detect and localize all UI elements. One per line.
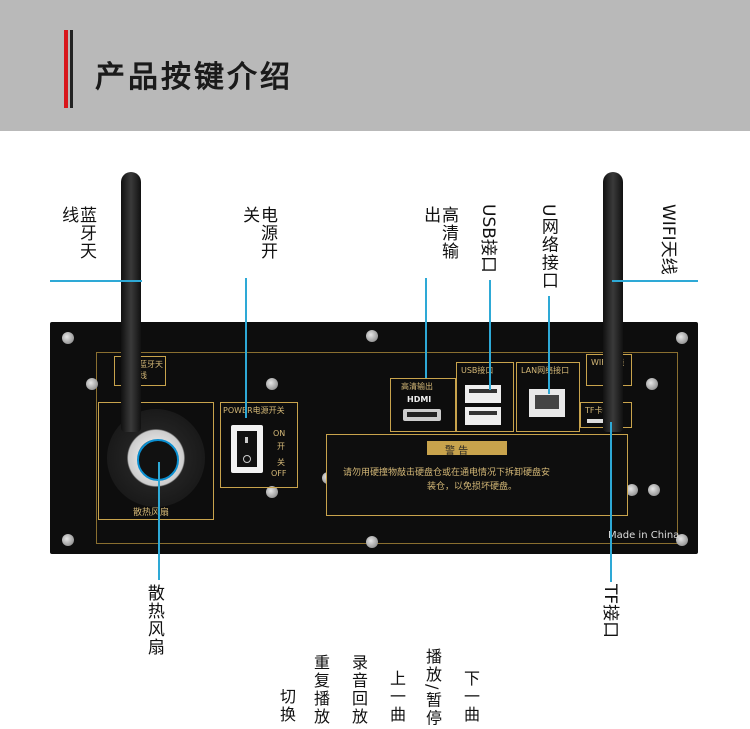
power-rocker[interactable] (237, 431, 257, 467)
tf-slot[interactable] (587, 419, 617, 423)
bluetooth-antenna (121, 172, 141, 432)
lan-port-opening (535, 395, 559, 409)
usb-callout: USB接口 (477, 204, 498, 273)
power-callout-line (245, 278, 247, 418)
warning-text-line2: 装仓，以免损坏硬盘。 (427, 482, 518, 492)
hdmi-text: HDMI (407, 395, 432, 404)
button-label-previous: 上一曲 (387, 670, 406, 724)
usb-callout-line (489, 280, 491, 390)
button-label-switch: 切换 (277, 688, 296, 724)
screw (676, 534, 688, 546)
bluetooth-callout-line (50, 280, 142, 282)
tf-callout: TF接口 (599, 584, 620, 639)
button-label-play-pause: 播放/暂停 (423, 648, 442, 728)
button-label-repeat: 重复播放 (311, 654, 330, 726)
power-switch-box: POWER电源开关 ON 开 关 OFF (220, 402, 298, 488)
hdmi-callout-line (425, 278, 427, 378)
off-label: OFF (271, 469, 287, 478)
wifi-antenna-callout: WIFI天线 (657, 204, 678, 275)
device-rear-panel: 蓝牙天线 散热风扇 POWER电源开关 ON 开 关 OFF 高清输出 HDMI… (50, 322, 698, 554)
off-cn-label: 关 (277, 458, 285, 467)
header-accent-bar-dark (70, 30, 73, 108)
bt-panel-label: 蓝牙天线 (139, 360, 163, 380)
hdmi-panel-label: 高清输出 (401, 382, 433, 391)
lan-box: LAN网络接口 (516, 362, 580, 432)
fan-callout-line (158, 462, 160, 580)
button-label-next: 下一曲 (461, 670, 480, 724)
wifi-antenna (603, 172, 623, 432)
on-label: ON (273, 429, 286, 438)
rocker-on-mark (245, 437, 248, 443)
on-cn-label: 开 (277, 442, 285, 451)
panel-border (96, 352, 678, 544)
hdmi-box: 高清输出 HDMI (390, 378, 456, 432)
usb-port-1[interactable] (465, 385, 501, 403)
tf-callout-line (610, 422, 612, 582)
screw (366, 536, 378, 548)
rocker-off-mark (243, 455, 251, 463)
usb-panel-label: USB接口 (461, 366, 494, 375)
header-accent-bar (64, 30, 68, 108)
power-switch[interactable] (231, 425, 263, 473)
screw (266, 378, 278, 390)
screw (366, 330, 378, 342)
wifi-callout-line (612, 280, 698, 282)
made-in-label: Made in China (608, 530, 680, 541)
usb-box: USB接口 (456, 362, 514, 432)
header-banner: 产品按键介绍 (0, 0, 750, 131)
usb-port-2-slot (469, 411, 497, 415)
bluetooth-antenna-callout: 蓝牙天线 (58, 206, 96, 260)
power-panel-label: POWER电源开关 (223, 406, 285, 415)
fan-panel-label: 散热风扇 (133, 508, 170, 518)
warning-text-line1: 请勿用硬撞物敲击硬盘仓或在通电情况下拆卸硬盘安 (343, 468, 551, 478)
screw (86, 378, 98, 390)
lan-callout: U网络接口 (537, 204, 558, 290)
warning-title-bg: 警 告 (427, 441, 507, 457)
cooling-fan-callout: 散热风扇 (143, 584, 164, 656)
drive-bay-door[interactable]: 警 告 请勿用硬撞物敲击硬盘仓或在通电情况下拆卸硬盘安 装仓，以免损坏硬盘。 (326, 434, 628, 516)
lan-port[interactable] (529, 389, 565, 417)
hdmi-callout: 高清输出 (420, 206, 458, 260)
usb-port-1-slot (469, 389, 497, 393)
screw (62, 332, 74, 344)
button-label-record-playback: 录音回放 (349, 654, 368, 726)
lan-panel-label: LAN网络接口 (521, 366, 570, 375)
screw (62, 534, 74, 546)
lan-callout-line (548, 296, 550, 394)
warning-title: 警 告 (445, 446, 469, 457)
tf-panel-label: TF卡接口 (585, 406, 619, 415)
screw (676, 332, 688, 344)
page-title: 产品按键介绍 (95, 60, 293, 95)
screw (266, 486, 278, 498)
hdmi-port[interactable] (403, 409, 441, 421)
hdmi-port-slot (407, 412, 437, 417)
screw (626, 484, 638, 496)
power-switch-callout: 电源开关 (239, 206, 277, 260)
screw (646, 378, 658, 390)
fan-housing: 散热风扇 (98, 402, 214, 520)
usb-port-2[interactable] (465, 407, 501, 425)
screw (648, 484, 660, 496)
